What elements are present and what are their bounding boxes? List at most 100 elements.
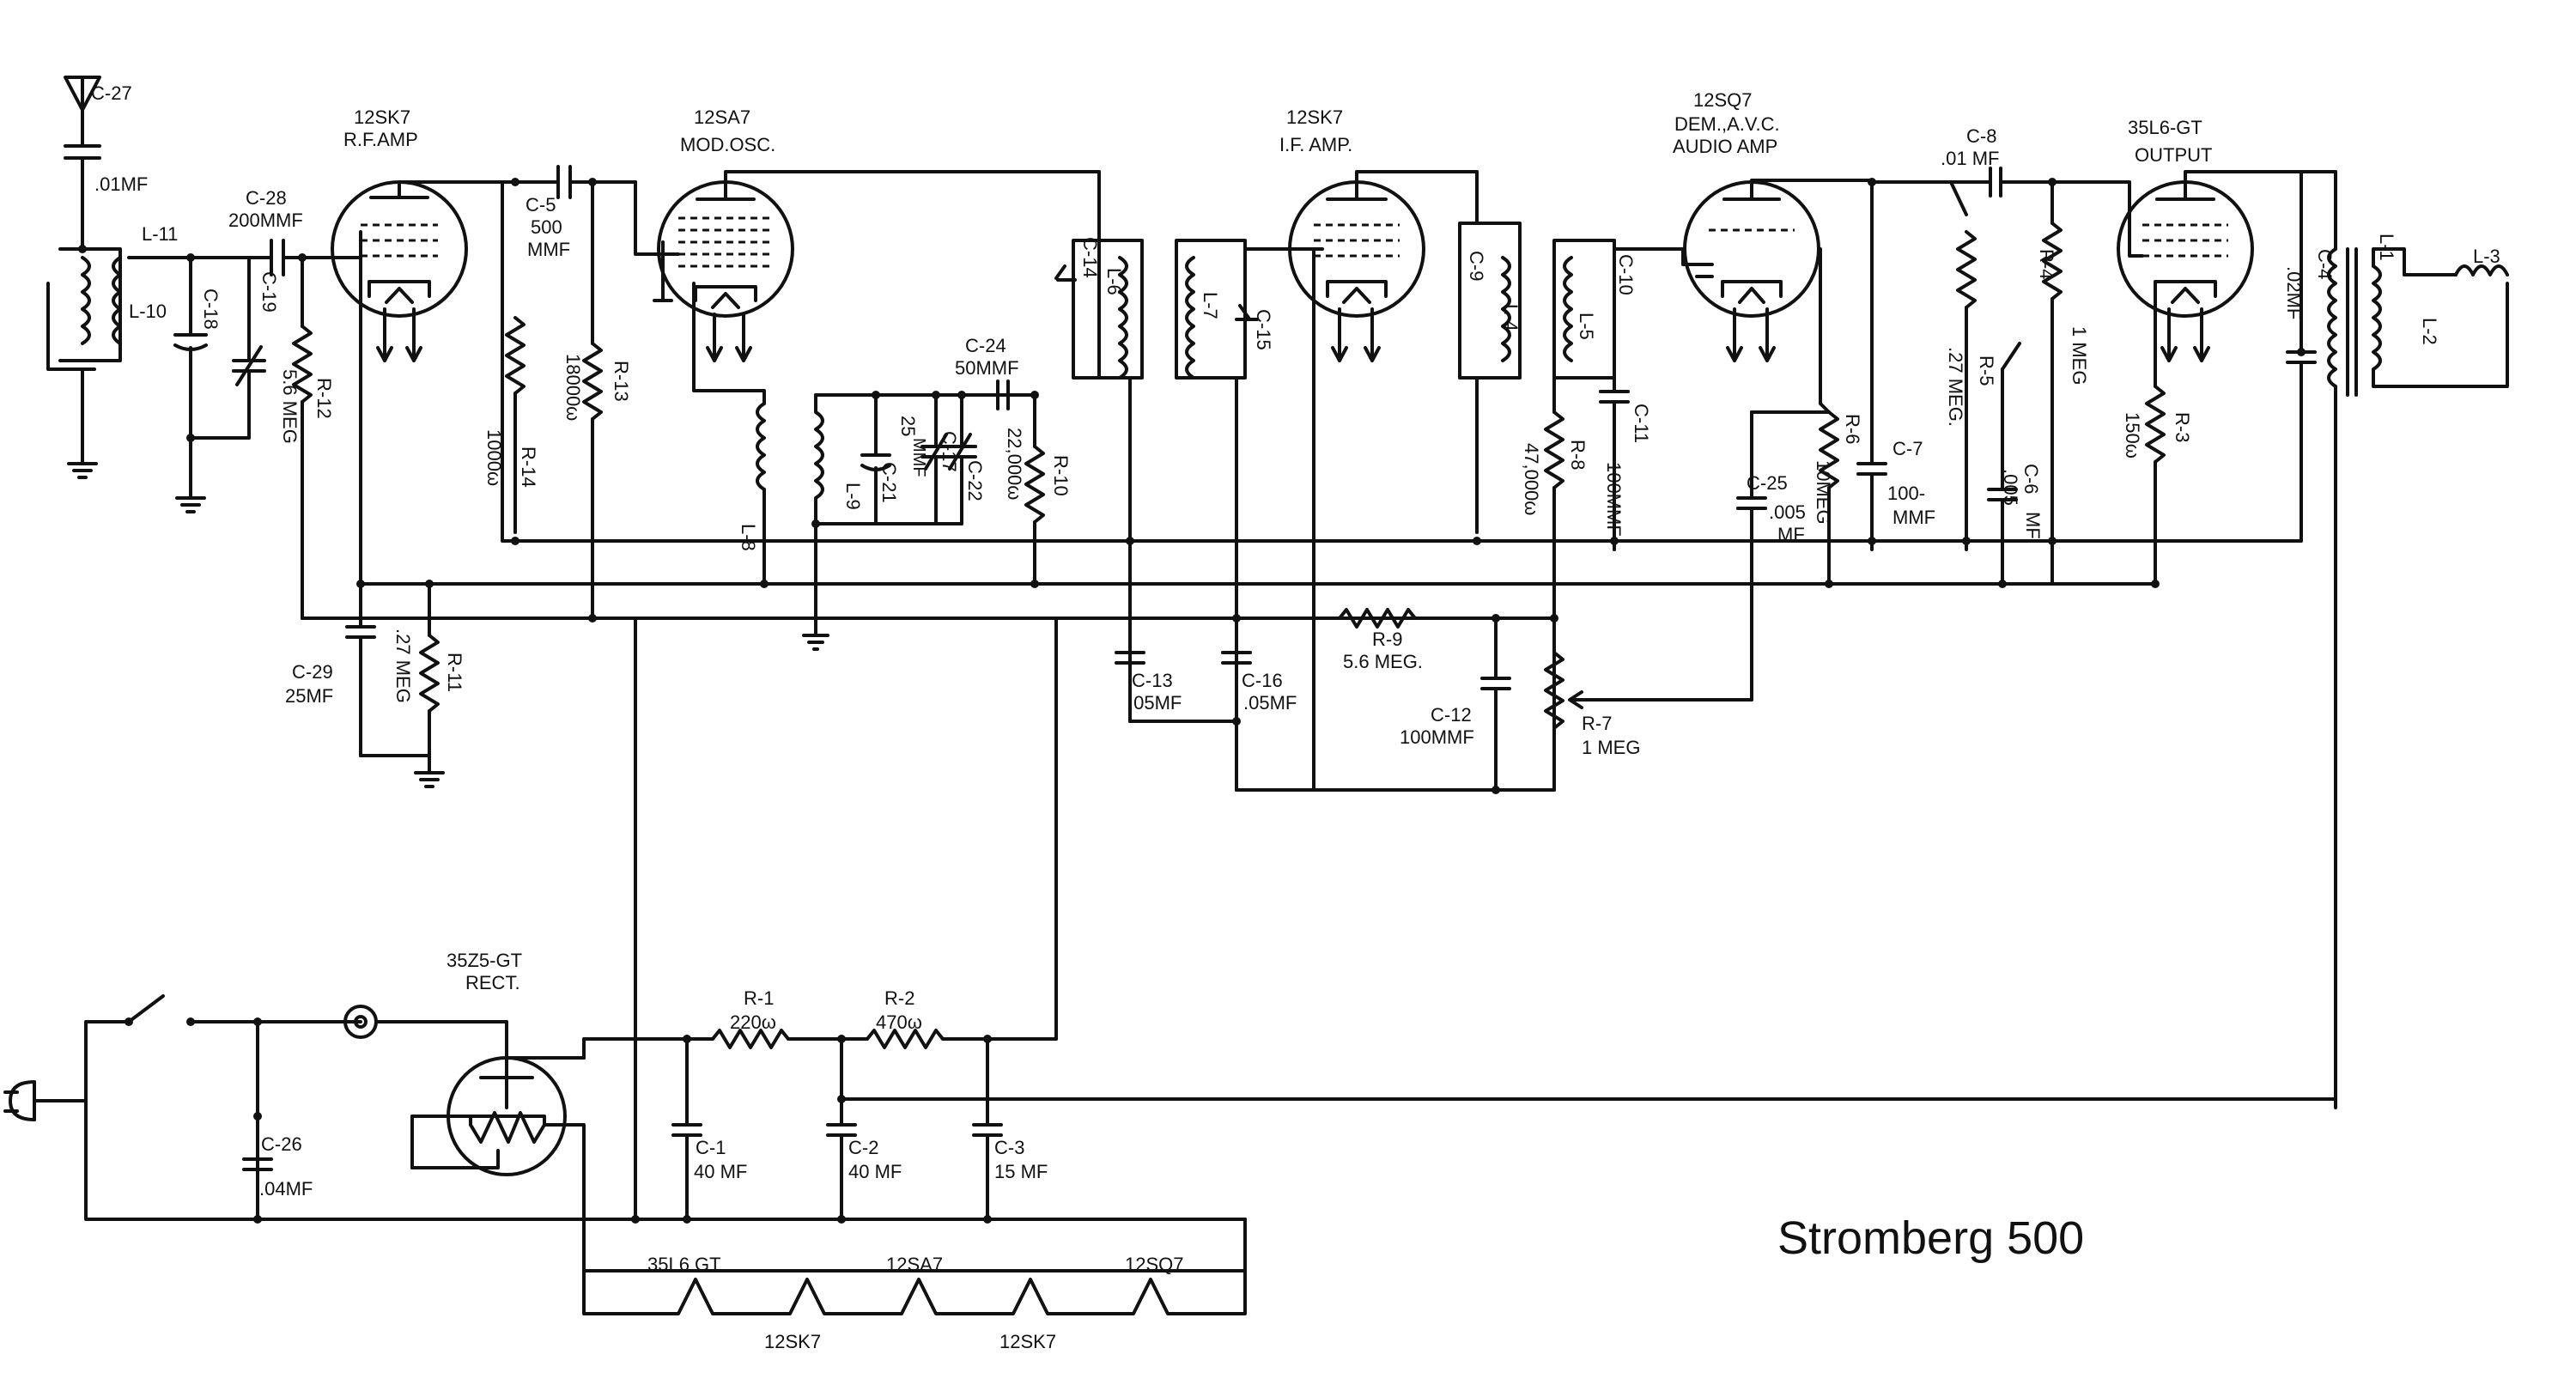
r10-value: 22,000ω <box>1004 428 1025 500</box>
capacitor-c2 <box>826 1037 2337 1221</box>
c7-val2: MMF <box>1893 507 1935 528</box>
capacitor-c1 <box>671 1037 702 1221</box>
c8-value: .01 MF <box>1941 148 1999 169</box>
heater-tube-4: 12SK7 <box>999 1331 1056 1352</box>
c17-ref: C-17 <box>939 431 960 472</box>
antenna-icon <box>64 76 101 148</box>
c2-value: 40 MF <box>848 1161 902 1182</box>
r5-value: .27 MEG. <box>1945 347 1966 427</box>
capacitor-c27 <box>64 144 101 251</box>
coil-l8 <box>756 402 766 586</box>
l11-label: L-11 <box>142 223 178 245</box>
l6-label: L-6 <box>1103 268 1125 295</box>
r6-value: 10MEG <box>1813 460 1834 525</box>
l3-label: L-3 <box>2473 246 2500 267</box>
c29-value: 25MF <box>285 685 333 707</box>
tube-if-amp-type: 12SK7 <box>1286 106 1343 128</box>
c17-val2: MMF <box>909 438 928 477</box>
r12-ref: R-12 <box>313 378 335 419</box>
tube-rf-amp <box>331 180 468 362</box>
junction-dots <box>78 178 2306 1224</box>
c9-ref: C-9 <box>1466 251 1487 281</box>
if-transformer-1 <box>1054 209 1324 671</box>
c1-ref: C-1 <box>696 1137 726 1158</box>
c14-ref: C-14 <box>1079 237 1101 278</box>
c12-value: 100MMF <box>1400 726 1474 748</box>
c11-ref: C-11 <box>1631 404 1652 443</box>
c26-value: .04MF <box>259 1178 313 1200</box>
c3-value: 15 MF <box>994 1161 1048 1182</box>
capacitor-c13 <box>1115 651 1238 723</box>
capacitor-c26 <box>242 1115 273 1171</box>
capacitor-c28 <box>225 239 345 276</box>
c28-value: 200MMF <box>228 210 303 231</box>
tube-rf-amp-function: R.F.AMP <box>343 129 418 150</box>
capacitor-c7 <box>1856 179 1887 551</box>
capacitor-c8 <box>1870 167 2054 197</box>
c6-ref: C-6 <box>2020 464 2042 494</box>
tube-det-function-2: AUDIO AMP <box>1673 136 1777 157</box>
tube-mod-osc <box>657 180 794 362</box>
tube-det-type: 12SQ7 <box>1693 89 1753 111</box>
c2-ref: C-2 <box>848 1137 878 1158</box>
c28-ref: C-28 <box>246 187 287 209</box>
r4-ref: R-4 <box>2036 249 2057 279</box>
resistor-r4 <box>2042 180 2063 586</box>
tube-mod-osc-function: MOD.OSC. <box>680 134 775 155</box>
output-transformer <box>2327 230 2509 1109</box>
r1-ref: R-1 <box>744 987 774 1009</box>
l2-label: L-2 <box>2419 318 2440 345</box>
r2-value: 470ω <box>876 1011 922 1033</box>
tone-switch[interactable] <box>2001 342 2021 491</box>
c8-ref: C-8 <box>1966 125 1996 147</box>
resistor-r9 <box>1235 608 1556 629</box>
c26-ref: C-26 <box>261 1133 302 1155</box>
c16-value: .05MF <box>1243 692 1297 714</box>
capacitor-c5 <box>501 165 637 199</box>
c25-ref: C-25 <box>1747 472 1788 494</box>
heater-tube-5: 12SQ7 <box>1125 1254 1184 1275</box>
r2-ref: R-2 <box>884 987 914 1009</box>
c5-val1: 500 <box>531 216 562 238</box>
r14-value: 1000ω <box>483 429 505 486</box>
r7-ref: R-7 <box>1582 713 1612 734</box>
c27-ref: C-27 <box>91 82 132 104</box>
r4-value: 1 MEG <box>2069 326 2090 385</box>
resistor-r1 <box>685 1029 843 1049</box>
tube-if-amp <box>1288 180 1425 362</box>
heater-string <box>582 1218 1247 1315</box>
resistor-r2 <box>840 617 1058 1049</box>
r11-ref: R-11 <box>444 653 465 692</box>
r8-value: 47,000ω <box>1521 443 1542 515</box>
c5-ref: C-5 <box>526 194 556 216</box>
resistor-r8 <box>1544 376 1564 792</box>
c21-ref: C-21 <box>878 462 900 503</box>
r6-ref: R-6 <box>1842 414 1863 444</box>
l4-label: L-4 <box>1500 304 1522 331</box>
c7-ref: C-7 <box>1893 438 1923 459</box>
c11-value: 100MMF <box>1603 462 1625 537</box>
resistor-r14 <box>505 316 526 534</box>
tube-rect-type: 35Z5-GT <box>447 950 522 971</box>
c6-val1: .005 <box>2000 469 2021 506</box>
l8-label: L-8 <box>738 524 759 551</box>
c13-ref: C-13 <box>1132 670 1173 691</box>
r3-ref: R-3 <box>2172 412 2193 442</box>
c10-ref: C-10 <box>1615 254 1637 295</box>
r1-value: 220ω <box>730 1011 776 1033</box>
power-switch[interactable] <box>125 994 362 1026</box>
tube-mod-osc-type: 12SA7 <box>694 106 750 128</box>
c5-val2: MMF <box>527 239 570 260</box>
capacitor-c29 <box>345 582 431 757</box>
r12-value: 5.6 MEG <box>279 369 301 444</box>
tube-if-amp-function: I.F. AMP. <box>1279 134 1352 155</box>
heater-tube-1: 35L6 GT <box>647 1254 721 1275</box>
c16-ref: C-16 <box>1242 670 1283 691</box>
tube-det-avc <box>1683 180 1820 362</box>
c3-ref: C-3 <box>994 1137 1024 1158</box>
c1-value: 40 MF <box>694 1161 747 1182</box>
resistor-r3 <box>2145 295 2166 586</box>
volume-control-r7[interactable] <box>1544 651 1753 730</box>
capacitor-c21 <box>860 393 891 525</box>
